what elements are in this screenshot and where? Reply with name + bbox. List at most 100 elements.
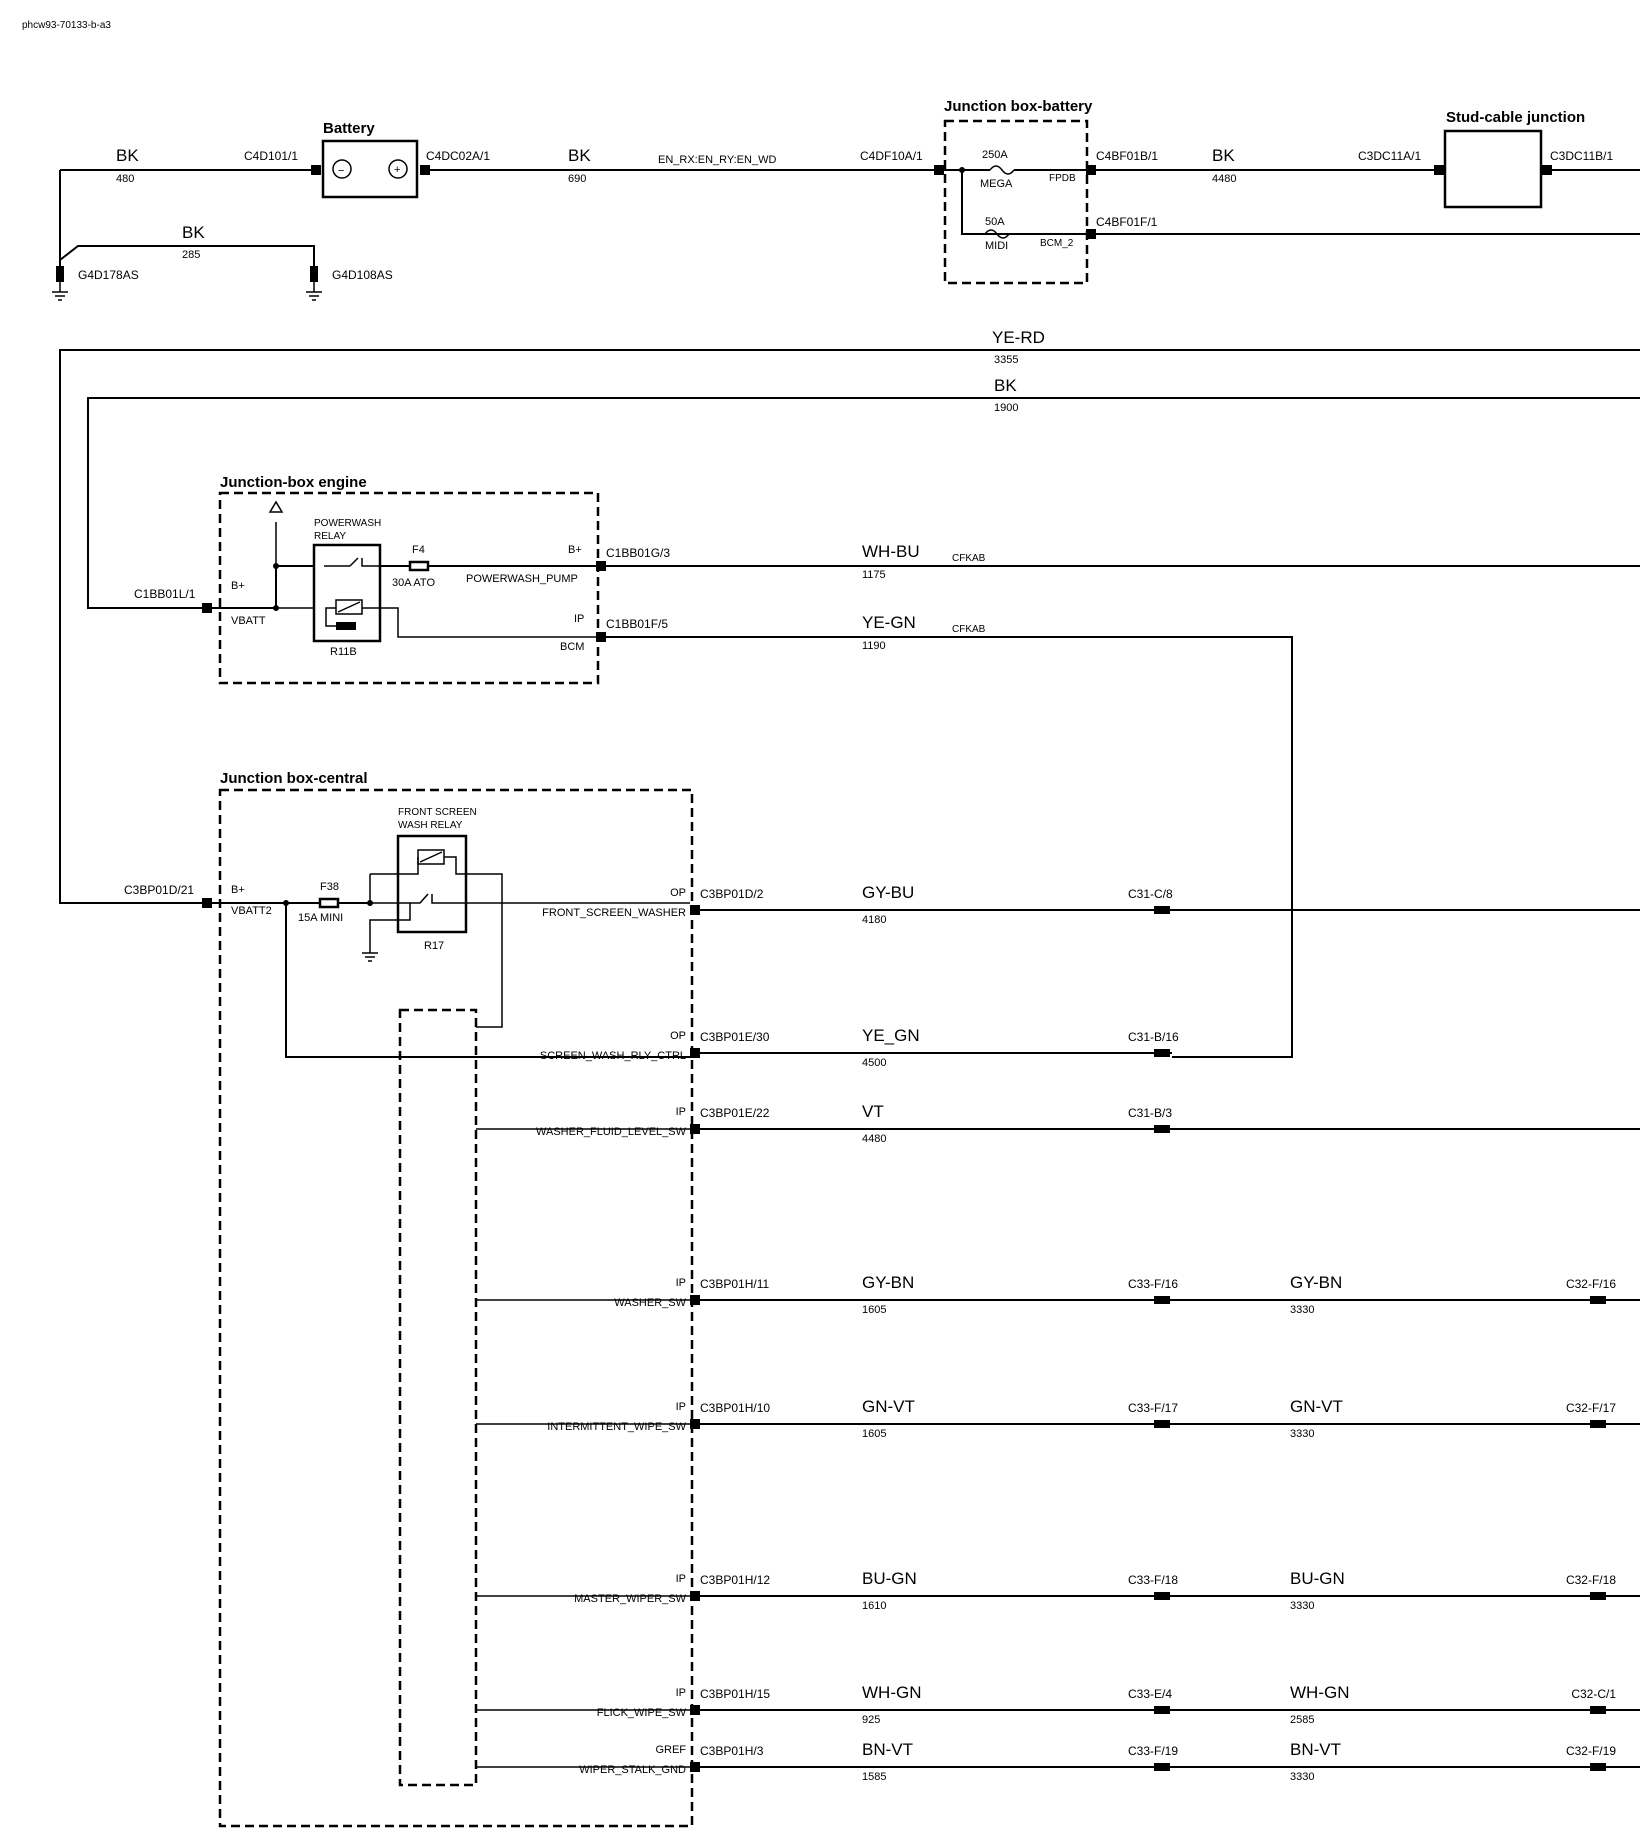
battery-feed-section: BK 480 BK 285 G4D178AS G4D108AS C4D101/1…	[52, 120, 944, 301]
end-connector	[1590, 1592, 1606, 1600]
jb-engine-outline	[218, 491, 600, 685]
wire-num-690: 690	[568, 173, 586, 185]
wire-num-4480: 4480	[1212, 173, 1236, 185]
wire-color: GN-VT	[862, 1397, 915, 1416]
junction-box-central: Junction box-central C3BP01D/21 B+ VBATT…	[124, 770, 694, 1828]
wire-285	[59, 245, 315, 266]
pin-name: MASTER_WIPER_SW	[574, 1593, 686, 1605]
relay-switch-icon	[324, 557, 380, 567]
wire-color: GY-BU	[862, 883, 914, 902]
inline-connector-label: C33-F/18	[1128, 1573, 1178, 1587]
pin-name: WASHER_SW	[614, 1297, 686, 1309]
end-connector-label: C32-C/1	[1571, 1687, 1616, 1701]
wire-number-2: 3330	[1290, 1771, 1314, 1783]
ground-label-2: G4D108AS	[332, 268, 393, 282]
wire-number-2: 3330	[1290, 1428, 1314, 1440]
inline-connector	[1154, 906, 1170, 914]
fuse-f4-icon	[408, 560, 430, 572]
pin-name: WIPER_STALK_GND	[579, 1764, 686, 1776]
inline-connector-label: C31-C/8	[1128, 887, 1173, 901]
junction-box-engine: Junction-box engine C1BB01L/1 B+ VBATT P…	[134, 474, 606, 685]
relay-coil-icon	[335, 599, 363, 615]
pin-name: SCREEN_WASH_RLY_CTRL	[540, 1050, 686, 1062]
pump-dir: B+	[568, 544, 582, 556]
pin-direction: IP	[676, 1277, 686, 1289]
connector-pin	[690, 1124, 700, 1134]
end-connector-label: C32-F/17	[1566, 1401, 1616, 1415]
connector-c4d101: C4D101/1	[244, 149, 298, 163]
battery-symbol	[321, 139, 419, 199]
front-relay-id: R17	[424, 940, 444, 952]
wire-number: 1585	[862, 1771, 886, 1783]
inline-connector	[1154, 1296, 1170, 1304]
jb-central-outline	[218, 788, 694, 1828]
end-connector-label: C32-F/16	[1566, 1277, 1616, 1291]
wire-num-3355: 3355	[994, 354, 1018, 366]
connector-pin	[1086, 229, 1096, 239]
row-connector: C3BP01D/2	[700, 887, 764, 901]
jb-battery-title: Junction box-battery	[944, 98, 1093, 115]
inline-connector-label: C33-F/16	[1128, 1277, 1178, 1291]
connector-c4bf01f: C4BF01F/1	[1096, 215, 1158, 229]
battery-pos-icon	[388, 159, 408, 179]
wire-color-1900: BK	[994, 376, 1017, 395]
bcm-harness: CFKAB	[952, 624, 986, 635]
wire-number-2: 3330	[1290, 1600, 1314, 1612]
connector-pin	[311, 165, 321, 175]
engine-bplus: B+	[231, 580, 245, 592]
pin-direction: OP	[670, 887, 686, 899]
stud-box	[1443, 129, 1543, 209]
wire-color: GY-BN	[862, 1273, 914, 1292]
inline-connector	[1154, 1592, 1170, 1600]
wire-num-285: 285	[182, 249, 200, 261]
engine-input-conn: C1BB01L/1	[134, 587, 196, 601]
row-connector: C3BP01H/15	[700, 1687, 770, 1701]
wire-color-1190: YE-GN	[862, 613, 916, 632]
wire-number-2: 3330	[1290, 1304, 1314, 1316]
pin-name: WASHER_FLUID_LEVEL_SW	[536, 1126, 687, 1138]
wire-color-2: BN-VT	[1290, 1740, 1341, 1759]
fuse-f38-rating: 15A MINI	[298, 912, 343, 924]
connector-pin	[690, 1705, 700, 1715]
wire-1190	[606, 636, 1293, 1058]
bcm-pin: BCM	[560, 641, 584, 653]
inline-connector-label: C31-B/16	[1128, 1030, 1179, 1044]
inline-connector	[1154, 1125, 1170, 1133]
powerwash-relay-title2: RELAY	[314, 531, 346, 542]
jb-engine-title: Junction-box engine	[220, 474, 367, 491]
jb-battery-bus	[944, 169, 1092, 235]
wire-color-1175: WH-BU	[862, 542, 920, 561]
document-id: phcw93-70133-b-a3	[22, 20, 111, 31]
connector-pin	[596, 632, 606, 642]
powerwash-relay-id: R11B	[330, 646, 357, 658]
inline-connector-label: C33-F/17	[1128, 1401, 1178, 1415]
stud-title: Stud-cable junction	[1446, 109, 1585, 126]
end-connector	[1590, 1763, 1606, 1771]
wire-number: 1605	[862, 1428, 886, 1440]
front-relay-title1: FRONT SCREEN	[398, 807, 477, 818]
connector-pin	[690, 905, 700, 915]
inline-connector-label: C33-F/19	[1128, 1744, 1178, 1758]
pin-name: FRONT_SCREEN_WASHER	[542, 907, 686, 919]
wire-1900	[87, 397, 1640, 609]
wire-num-1175: 1175	[862, 569, 886, 581]
end-connector	[1590, 1706, 1606, 1714]
wire-color: VT	[862, 1102, 884, 1121]
ground-symbol-icon	[52, 266, 68, 301]
wire-num-480: 480	[116, 173, 134, 185]
end-connector	[1590, 1296, 1606, 1304]
fuse-50a-icon	[984, 229, 1010, 239]
engine-vbatt: VBATT	[231, 615, 266, 627]
wire-color-480: BK	[116, 146, 139, 165]
junction-box-battery: Junction box-battery 250A MEGA FPDB 50A …	[943, 98, 1158, 285]
wire-number: 925	[862, 1714, 880, 1726]
pin-direction: OP	[670, 1030, 686, 1042]
en-rx-label: EN_RX:EN_RY:EN_WD	[658, 154, 776, 166]
row-connector: C3BP01E/30	[700, 1030, 770, 1044]
row-connector: C3BP01H/11	[700, 1277, 769, 1291]
fuse-f4-rating: 30A ATO	[392, 577, 435, 589]
ground-symbol-icon	[362, 952, 378, 962]
pump-pin: POWERWASH_PUMP	[466, 573, 578, 585]
row-connector: C3BP01E/22	[700, 1106, 770, 1120]
pin-direction: GREF	[655, 1744, 686, 1756]
